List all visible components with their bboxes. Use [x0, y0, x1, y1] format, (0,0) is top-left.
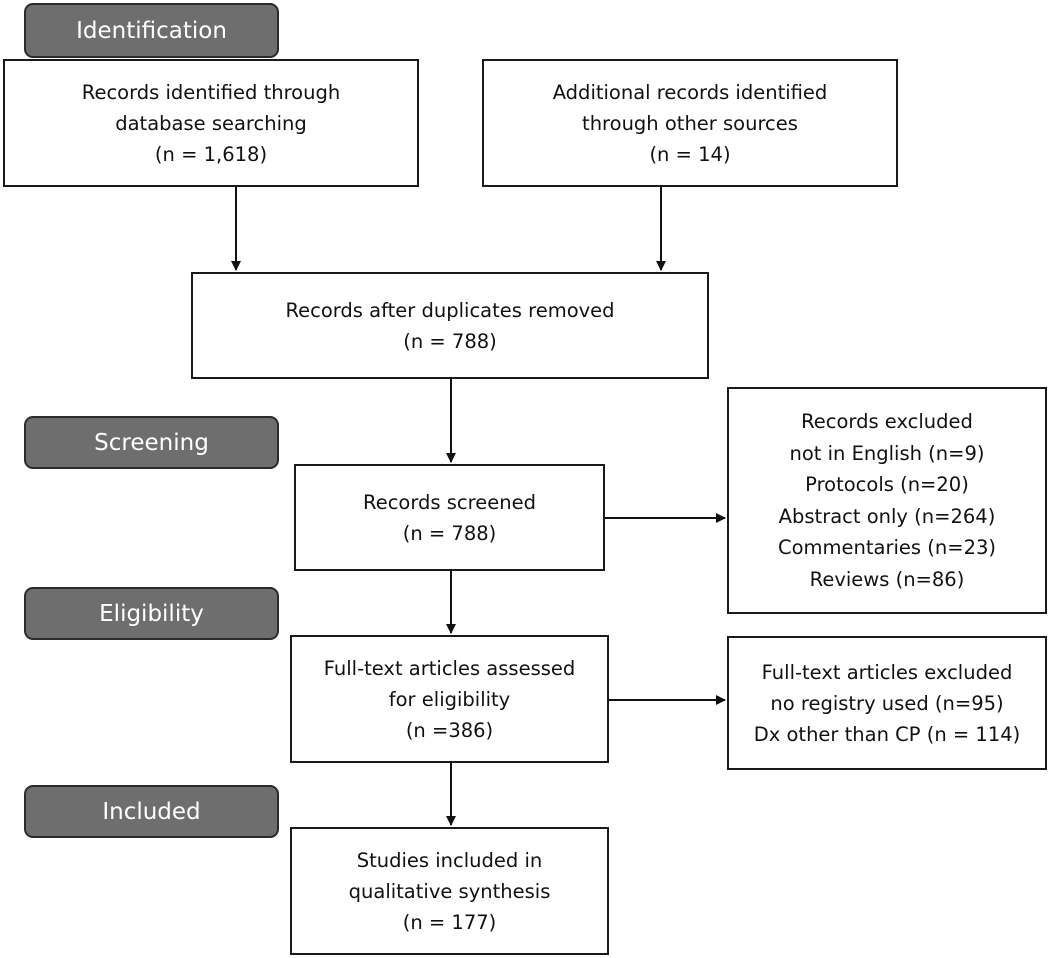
stage-eligibility: Eligibility: [24, 587, 279, 640]
box-database-search: Records identified through database sear…: [3, 59, 419, 187]
box-line: Abstract only (n=264): [778, 504, 996, 528]
box-studies-included: Studies included in qualitative synthesi…: [290, 827, 609, 955]
box-line: (n = 788): [402, 521, 497, 545]
box-line: (n = 788): [403, 329, 497, 353]
box-line: (n = 177): [402, 910, 497, 934]
box-line: Full-text articles assessed: [323, 656, 576, 680]
box-records-screened: Records screened (n = 788): [294, 464, 605, 571]
box-records-excluded: Records excluded not in English (n=9) Pr…: [727, 387, 1047, 614]
box-line: qualitative synthesis: [348, 879, 551, 903]
box-line: no registry used (n=95): [770, 691, 1004, 715]
box-line: Commentaries (n=23): [777, 536, 996, 559]
box-line: Full-text articles excluded: [761, 660, 1013, 684]
box-full-text-assessed: Full-text articles assessed for eligibil…: [290, 635, 609, 763]
box-line: Reviews (n=86): [809, 567, 965, 591]
stage-identification: Identification: [24, 3, 279, 58]
box-line: Records after duplicates removed: [285, 298, 615, 322]
box-line: Protocols (n=20): [805, 473, 969, 496]
box-line: through other sources: [582, 111, 798, 135]
box-line: Dx other than CP (n = 114): [753, 722, 1021, 746]
box-line: (n =386): [405, 718, 494, 742]
box-line: database searching: [115, 111, 307, 135]
box-line: (n = 14): [649, 142, 731, 166]
box-line: Additional records identified: [552, 80, 828, 104]
box-line: Records excluded: [801, 410, 973, 433]
box-full-text-excluded: Full-text articles excluded no registry …: [727, 636, 1047, 770]
box-line: not in English (n=9): [789, 441, 985, 465]
stage-screening: Screening: [24, 416, 279, 469]
box-line: (n = 1,618): [154, 142, 268, 166]
box-line: Records identified through: [81, 80, 341, 104]
box-line: Studies included in: [356, 848, 543, 872]
box-line: Records screened: [363, 490, 536, 514]
box-other-sources: Additional records identified through ot…: [482, 59, 898, 187]
box-line: for eligibility: [388, 687, 511, 711]
box-duplicates-removed: Records after duplicates removed (n = 78…: [191, 272, 709, 379]
stage-included: Included: [24, 785, 279, 838]
